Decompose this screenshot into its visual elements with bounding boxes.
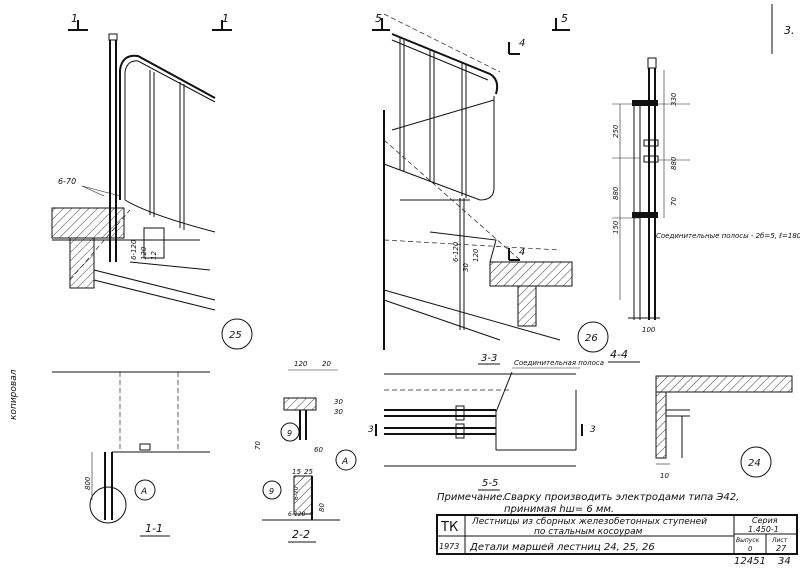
detail-1-1: 800 A 1-1 — [52, 371, 210, 537]
note-label: Примечание. — [437, 492, 505, 503]
note: Примечание. Сварку производить электрода… — [437, 492, 739, 515]
section-mark-3-right: 3 — [590, 425, 596, 435]
side-note: копировал — [9, 369, 19, 420]
detail-26: 5 5 4 4 6-120 30 120 — [372, 12, 609, 353]
dim-800: 800 — [84, 476, 92, 490]
series-value: 1.450-1 — [748, 525, 779, 534]
dim-15: 15 — [292, 468, 301, 476]
detail-26-label: 26 — [585, 333, 598, 344]
tk-code: ТК — [440, 520, 458, 535]
dim-12: 12 — [150, 251, 158, 260]
dim-20: 20 — [322, 360, 331, 368]
dim-100: 100 — [642, 326, 656, 334]
section-mark-1-left: 1 — [71, 12, 78, 25]
dim-120-b: 120 — [472, 248, 480, 262]
detail-25-label: 25 — [229, 330, 242, 341]
title-block: ТК Лестницы из сборных железобетонных ст… — [436, 514, 798, 555]
section-mark-5-left: 5 — [375, 12, 382, 25]
page-number: 3. — [784, 24, 795, 37]
dim-80: 80 — [318, 503, 326, 512]
dim-30: 30 — [462, 263, 470, 272]
archive-number: 12451 — [734, 556, 766, 566]
callout-a-2: A — [341, 457, 348, 467]
dim-330: 330 — [670, 92, 678, 106]
mark-4-top: 4 — [519, 38, 525, 49]
dim-30-a: 30 — [334, 398, 343, 406]
detail-2-2: 120 20 30 30 60 70 9 A 15 25 6-120 80 6-… — [254, 360, 357, 543]
dim-150: 150 — [612, 220, 620, 234]
connecting-strips-note: Соединительные полосы - 2б=5, ℓ=180 — [656, 232, 800, 240]
issue-label: Выпуск — [736, 537, 760, 544]
connecting-strip-note: Соединительная полоса — [514, 359, 604, 367]
dim-30-b: 30 — [334, 408, 343, 416]
dim-6-70: 6-70 — [58, 177, 76, 186]
detail-3-3: 3-3 Соединительная полоса 3 3 5-5 — [368, 353, 604, 491]
dim-6-120-b: 6-120 — [452, 241, 460, 262]
detail-24: 10 24 — [655, 375, 793, 480]
dim-70: 70 — [670, 197, 678, 206]
series-label: Серия — [752, 516, 778, 525]
dim-70-b: 70 — [254, 441, 262, 450]
issue-value: 0 — [748, 545, 753, 553]
mark-4-bottom: 4 — [519, 247, 525, 258]
callout-9-b: 9 — [269, 487, 274, 496]
detail-24-label: 24 — [748, 458, 761, 469]
detail-2-2-title: 2-2 — [292, 528, 310, 541]
dim-250: 250 — [612, 124, 620, 138]
section-mark-1-right: 1 — [222, 12, 229, 25]
dim-6-120-a: 6-120 — [130, 239, 138, 260]
section-mark-5-right: 5 — [561, 12, 568, 25]
dim-880-right: 880 — [670, 156, 678, 170]
dim-880-left: 880 — [612, 186, 620, 200]
note-line-2: принимая hш= 6 мм. — [504, 504, 614, 515]
callout-9-a: 9 — [287, 429, 292, 438]
dim-25: 25 — [304, 468, 313, 476]
dim-6-70-b: 6-70 — [293, 486, 300, 500]
dim-120-a: 120 — [140, 246, 148, 260]
dim-6-120-c: 6-120 — [288, 511, 306, 518]
sheet-label: Лист — [771, 537, 788, 544]
subtitle: Детали маршей лестниц 24, 25, 26 — [469, 542, 655, 553]
detail-3-3-title: 3-3 — [481, 353, 497, 364]
archive-page: 34 — [778, 556, 791, 566]
title-line-2: по стальным косоурам — [534, 527, 643, 537]
year: 1973 — [439, 542, 459, 551]
dim-120-c: 120 — [294, 360, 308, 368]
detail-5-5-title: 5-5 — [482, 478, 498, 489]
dim-10: 10 — [660, 472, 669, 480]
section-mark-3-left: 3 — [368, 425, 374, 435]
detail-4-4: 330 880 70 250 880 150 100 Соединительны… — [608, 57, 800, 363]
detail-25: 1 1 6-70 6-120 120 12 25 — [51, 12, 253, 350]
detail-1-1-title: 1-1 — [145, 522, 163, 535]
sheet-value: 27 — [776, 544, 787, 553]
callout-a-1: A — [140, 487, 147, 497]
title-line-1: Лестницы из сборных железобетонных ступе… — [471, 517, 707, 527]
note-line-1: Сварку производить электродами типа Э42, — [504, 492, 739, 503]
dim-60: 60 — [314, 446, 323, 454]
detail-4-4-title: 4-4 — [610, 348, 628, 361]
